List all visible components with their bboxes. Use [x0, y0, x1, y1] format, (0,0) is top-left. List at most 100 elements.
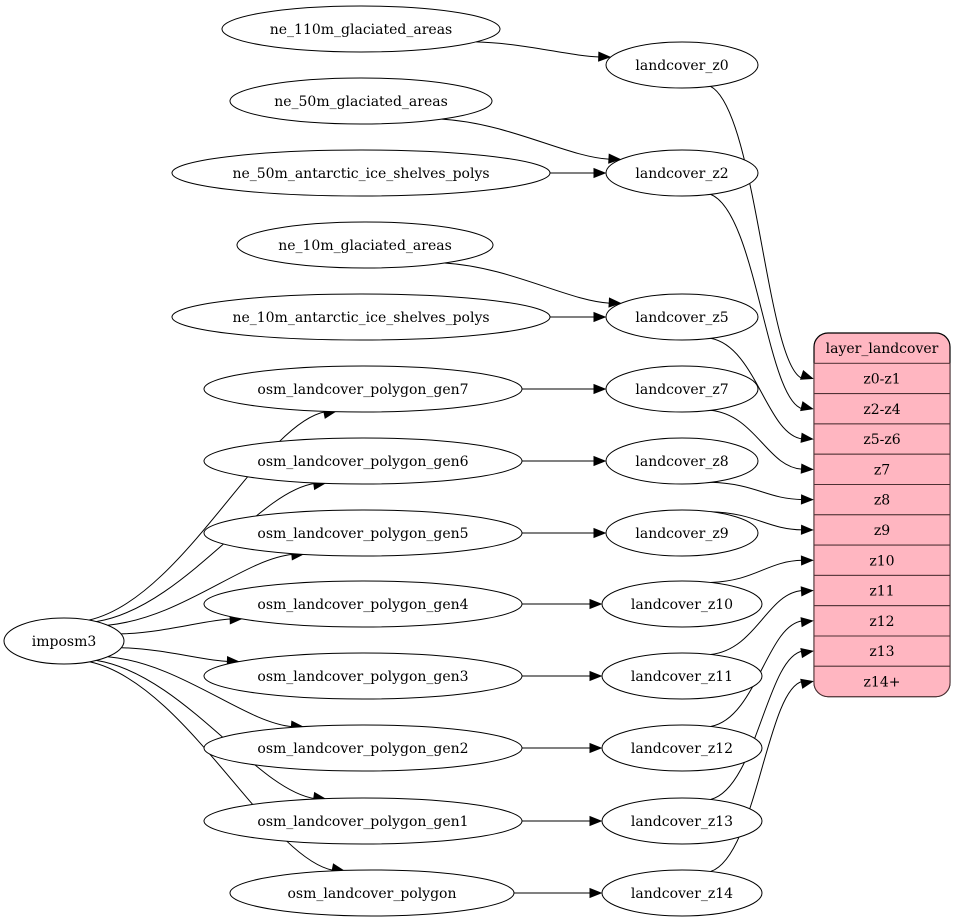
edge-ne_50m_antarctic_ice_shelves_polys-to-landcover_z2: [550, 167, 607, 179]
edge-path: [121, 618, 232, 635]
arrow-head: [608, 297, 622, 308]
table-row-z12[interactable]: z12: [813, 605, 951, 637]
node-shape: [605, 149, 759, 197]
source-node-osm_landcover_polygon_gen3[interactable]: osm_landcover_polygon_gen3: [203, 652, 523, 700]
layer-node-landcover_z9[interactable]: landcover_z9: [605, 509, 759, 557]
layer-landcover-table[interactable]: layer_landcoverz0-z1z2-z4z5-z6z7z8z9z10z…: [813, 332, 951, 698]
node-label: landcover_z13: [631, 814, 733, 830]
edge-path: [88, 411, 326, 621]
table-cell-label: z11: [869, 584, 894, 600]
node-shape: [605, 293, 759, 341]
node-shape: [3, 617, 125, 665]
node-label: osm_landcover_polygon_gen6: [257, 454, 468, 470]
edge-landcover_z14-to-z14+: [710, 678, 814, 872]
node-shape: [605, 365, 759, 413]
edge-path: [476, 41, 600, 58]
table-row-z0-z1[interactable]: z0-z1: [813, 362, 951, 395]
edge-ne_10m_antarctic_ice_shelves_polys-to-landcover_z5: [550, 311, 607, 323]
layer-node-landcover_z12[interactable]: landcover_z12: [601, 724, 763, 772]
arrow-head: [589, 742, 603, 754]
edge-osm_landcover_polygon_gen4-to-landcover_z10: [522, 598, 603, 610]
table-row-z5-z6[interactable]: z5-z6: [813, 423, 951, 455]
table-cell-shape: [813, 635, 951, 667]
source-node-osm_landcover_polygon[interactable]: osm_landcover_polygon: [229, 869, 515, 917]
node-shape: [605, 509, 759, 557]
table-row-z10[interactable]: z10: [813, 544, 951, 576]
layer-node-landcover_z7[interactable]: landcover_z7: [605, 365, 759, 413]
layer-node-landcover_z0[interactable]: landcover_z0: [605, 41, 759, 89]
edge-landcover_z7-to-z7: [710, 409, 814, 474]
node-shape: [203, 797, 523, 845]
node-label: landcover_z14: [631, 886, 733, 902]
source-node-ne_110m_glaciated_areas[interactable]: ne_110m_glaciated_areas: [221, 5, 501, 53]
layer-node-landcover_z14[interactable]: landcover_z14: [601, 869, 763, 917]
arrow-head: [589, 887, 603, 899]
table-cell-label: z5-z6: [863, 432, 900, 448]
node-shape: [229, 869, 515, 917]
edge-ne_10m_glaciated_areas-to-landcover_z5: [444, 262, 622, 308]
arrow-head: [800, 647, 814, 659]
table-row-z7[interactable]: z7: [813, 453, 951, 486]
layer-node-landcover_z13[interactable]: landcover_z13: [601, 797, 763, 845]
arrow-head: [593, 383, 607, 395]
arrow-head: [593, 455, 607, 467]
table-cell-shape: [813, 484, 951, 516]
table-row-z8[interactable]: z8: [813, 484, 951, 516]
source-node-osm_landcover_polygon_gen2[interactable]: osm_landcover_polygon_gen2: [203, 724, 523, 772]
arrow-head: [800, 494, 814, 505]
table-cell-label: z0-z1: [863, 371, 900, 387]
table-row-z2-z4[interactable]: z2-z4: [813, 393, 951, 425]
edge-landcover_z13-to-z13: [710, 647, 814, 800]
arrow-head: [800, 524, 814, 535]
table-row-z9[interactable]: z9: [813, 514, 951, 546]
source-node-ne_50m_antarctic_ice_shelves_polys[interactable]: ne_50m_antarctic_ice_shelves_polys: [171, 149, 551, 197]
edge-ne_50m_glaciated_areas-to-landcover_z2: [441, 118, 622, 164]
source-node-osm_landcover_polygon_gen6[interactable]: osm_landcover_polygon_gen6: [203, 437, 523, 485]
layer-node-landcover_z5[interactable]: landcover_z5: [605, 293, 759, 341]
node-shape: [203, 365, 523, 413]
node-label: osm_landcover_polygon: [287, 886, 456, 902]
edge-path: [710, 337, 803, 440]
node-shape: [203, 437, 523, 485]
layer-node-landcover_z10[interactable]: landcover_z10: [601, 580, 763, 628]
source-node-osm_landcover_polygon_gen7[interactable]: osm_landcover_polygon_gen7: [203, 365, 523, 413]
source-node-imposm3[interactable]: imposm3: [3, 617, 125, 665]
table-row-z11[interactable]: z11: [813, 574, 951, 607]
edge-path: [121, 647, 229, 662]
source-node-ne_10m_antarctic_ice_shelves_polys[interactable]: ne_10m_antarctic_ice_shelves_polys: [171, 293, 551, 341]
source-node-ne_10m_glaciated_areas[interactable]: ne_10m_glaciated_areas: [236, 221, 494, 269]
table-row-z13[interactable]: z13: [813, 635, 951, 667]
edge-path: [107, 553, 293, 626]
edge-osm_landcover_polygon_gen6-to-landcover_z8: [522, 455, 607, 467]
edge-landcover_z8-to-z8: [710, 481, 814, 505]
node-shape: [203, 509, 523, 557]
arrow-head: [608, 153, 622, 164]
table-cell-label: z10: [869, 553, 894, 569]
node-label: osm_landcover_polygon_gen1: [257, 814, 468, 830]
source-node-osm_landcover_polygon_gen4[interactable]: osm_landcover_polygon_gen4: [203, 580, 523, 628]
arrow-head: [799, 370, 814, 380]
layer-node-landcover_z8[interactable]: landcover_z8: [605, 437, 759, 485]
node-label: landcover_z0: [635, 58, 728, 74]
node-shape: [601, 724, 763, 772]
node-shape: [203, 724, 523, 772]
source-node-osm_landcover_polygon_gen1[interactable]: osm_landcover_polygon_gen1: [203, 797, 523, 845]
edge-path: [89, 661, 334, 871]
source-node-ne_50m_glaciated_areas[interactable]: ne_50m_glaciated_areas: [229, 77, 493, 125]
table-row-z14+[interactable]: z14+: [813, 665, 951, 698]
node-shape: [605, 437, 759, 485]
table-cell-shape: [813, 423, 951, 455]
source-node-osm_landcover_polygon_gen5[interactable]: osm_landcover_polygon_gen5: [203, 509, 523, 557]
arrow-head: [589, 815, 603, 827]
node-label: landcover_z7: [635, 382, 728, 398]
edge-path: [710, 559, 803, 583]
edge-path: [107, 656, 293, 728]
table-cell-shape: [813, 453, 951, 486]
edge-osm_landcover_polygon-to-landcover_z14: [513, 887, 603, 899]
node-shape: [601, 797, 763, 845]
layer-node-landcover_z11[interactable]: landcover_z11: [601, 652, 763, 700]
edge-ne_110m_glaciated_areas-to-landcover_z0: [476, 41, 612, 62]
edge-path: [710, 650, 803, 800]
layer-node-landcover_z2[interactable]: landcover_z2: [605, 149, 759, 197]
